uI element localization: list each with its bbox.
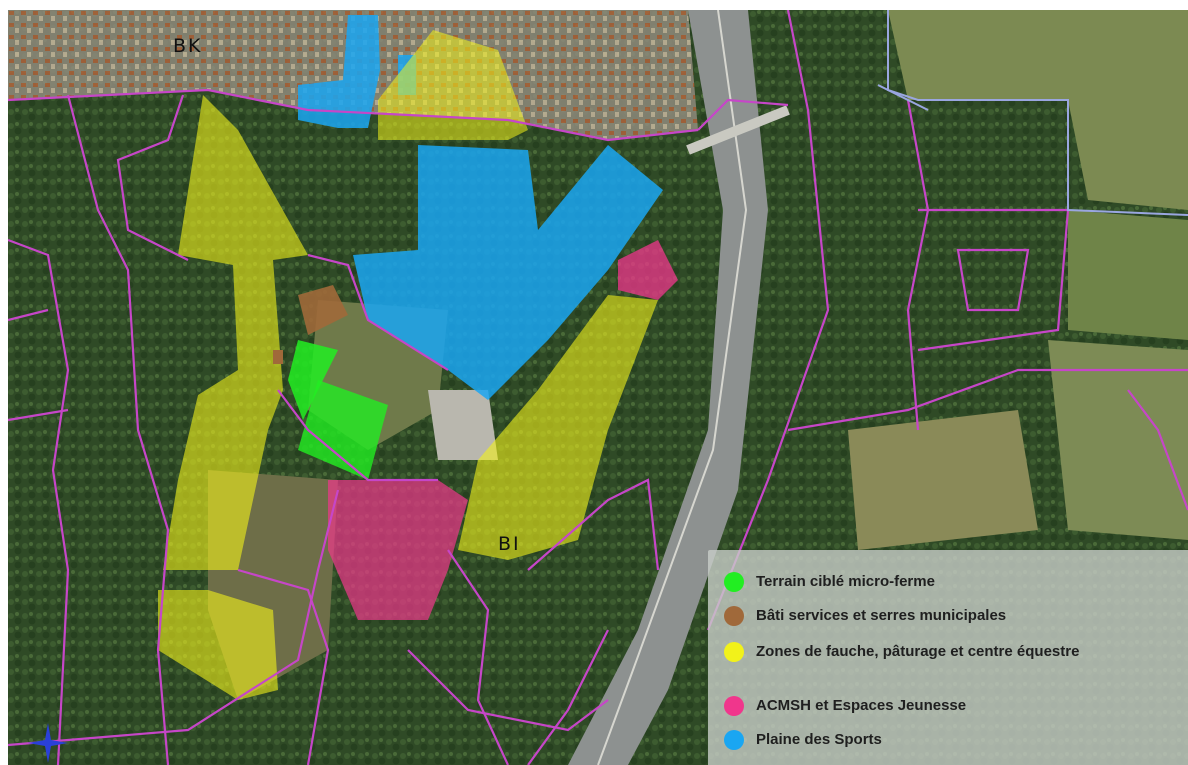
sector-label-bi: BI xyxy=(498,533,521,555)
parking-lot xyxy=(428,390,498,460)
legend-label: Zones de fauche, pâturage et centre éque… xyxy=(756,643,1080,660)
parcel-borders xyxy=(8,10,1188,765)
legend-label: Plaine des Sports xyxy=(756,731,882,748)
field-east-mid xyxy=(1068,210,1188,340)
legend-swatch-blue xyxy=(724,730,744,750)
zone-hay-west xyxy=(163,95,308,570)
legend-label: ACMSH et Espaces Jeunesse xyxy=(756,697,967,714)
zone-equestrian xyxy=(158,590,278,700)
zone-sports-courts xyxy=(298,15,380,128)
road-outlines xyxy=(877,10,1188,216)
map-legend: Terrain ciblé micro-ferme Bâti services … xyxy=(708,550,1188,765)
zone-acmsh xyxy=(328,480,468,620)
compass-icon xyxy=(28,723,68,763)
highway xyxy=(568,10,768,765)
legend-swatch-yellow xyxy=(724,642,744,662)
zone-municipal-shed xyxy=(273,350,283,364)
aerial-map[interactable]: BK BI xyxy=(8,10,1188,765)
zone-acmsh-north xyxy=(618,240,678,300)
zone-micro-farm xyxy=(288,340,338,420)
zone-hay-east xyxy=(458,295,658,560)
field-east-far xyxy=(1048,340,1188,540)
bridge-road xyxy=(686,105,790,155)
sector-label-bk: BK xyxy=(173,35,203,57)
zone-municipal-buildings xyxy=(298,285,348,335)
legend-label: Bâti services et serres municipales xyxy=(756,607,1007,624)
map-frame: BK BI Terrain ciblé micro-ferme Bâti ser… xyxy=(8,10,1188,765)
zone-hay-north xyxy=(378,30,528,140)
legend-swatch-brown xyxy=(724,606,744,626)
field-east-north xyxy=(888,10,1188,210)
highway-median xyxy=(597,10,748,765)
legend-swatch-pink xyxy=(724,696,744,716)
field-east-south xyxy=(848,410,1038,550)
legend-swatch-green xyxy=(724,572,744,592)
zone-sports-plain xyxy=(353,145,663,400)
legend-label: Terrain ciblé micro-ferme xyxy=(756,573,935,590)
zone-micro-farm-field xyxy=(298,380,388,480)
